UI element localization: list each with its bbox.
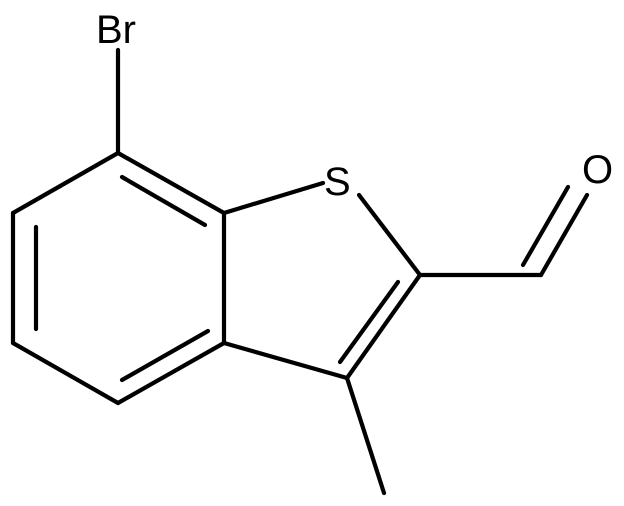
bond-c7a-s xyxy=(221,180,326,216)
atom-label-oxygen: O xyxy=(582,148,613,192)
substituents xyxy=(115,47,590,496)
bond-c7a-c7-inner xyxy=(119,174,208,228)
atom-label-sulfur: S xyxy=(324,160,351,204)
benzene-ring xyxy=(10,150,227,406)
bond-c7-c6 xyxy=(10,150,121,216)
bond-cho-o-1 xyxy=(538,192,590,278)
bond-s-c2 xyxy=(356,192,423,278)
bond-c2-c3 xyxy=(344,272,423,381)
bond-c3-c3a xyxy=(221,340,350,381)
thiophene-ring xyxy=(221,180,423,381)
bond-c4-c3a-inner xyxy=(119,328,211,383)
bond-c3-methyl xyxy=(344,375,387,496)
bond-cho-o-2 xyxy=(520,184,571,268)
atom-label-bromine: Br xyxy=(96,8,136,52)
bond-c7a-c7 xyxy=(115,150,227,216)
bond-c2-c3-inner xyxy=(337,279,401,365)
bond-c5-c4 xyxy=(10,340,121,406)
bond-c4-c3a xyxy=(115,340,227,406)
